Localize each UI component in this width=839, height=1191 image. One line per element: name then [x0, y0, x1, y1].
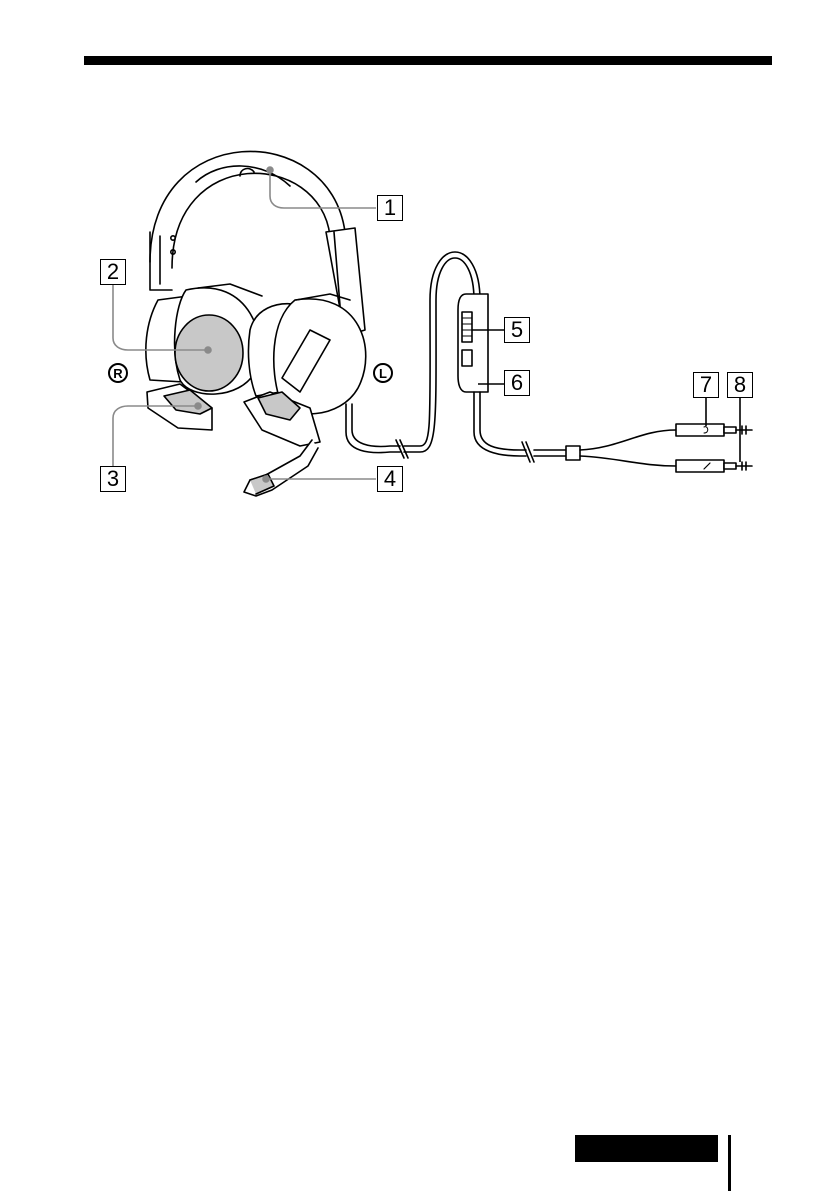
callout-4: 4 [377, 466, 403, 492]
left-side-letter: L [379, 366, 387, 381]
plug-cables [474, 392, 752, 472]
callout-2-label: 2 [107, 261, 119, 283]
callout-6-label: 6 [511, 372, 523, 394]
callout-6: 6 [504, 370, 530, 396]
footer-tab [575, 1135, 718, 1162]
callout-5-label: 5 [511, 319, 523, 341]
microphone-boom [244, 440, 318, 496]
right-earcup [146, 284, 262, 430]
callout-7: 7 [693, 372, 719, 398]
right-side-marker: R [108, 363, 128, 383]
inline-control [458, 294, 488, 392]
callout-8: 8 [727, 372, 753, 398]
callout-2: 2 [100, 259, 126, 285]
left-side-marker: L [373, 363, 393, 383]
right-side-letter: R [113, 366, 122, 381]
callout-3-label: 3 [107, 468, 119, 490]
callout-5: 5 [504, 317, 530, 343]
callout-7-label: 7 [700, 374, 712, 396]
footer-rule [728, 1135, 731, 1191]
callout-8-label: 8 [734, 374, 746, 396]
left-earcup [244, 294, 366, 446]
callout-1-label: 1 [384, 197, 396, 219]
callout-3: 3 [100, 466, 126, 492]
callout-4-label: 4 [384, 468, 396, 490]
callout-1: 1 [377, 195, 403, 221]
